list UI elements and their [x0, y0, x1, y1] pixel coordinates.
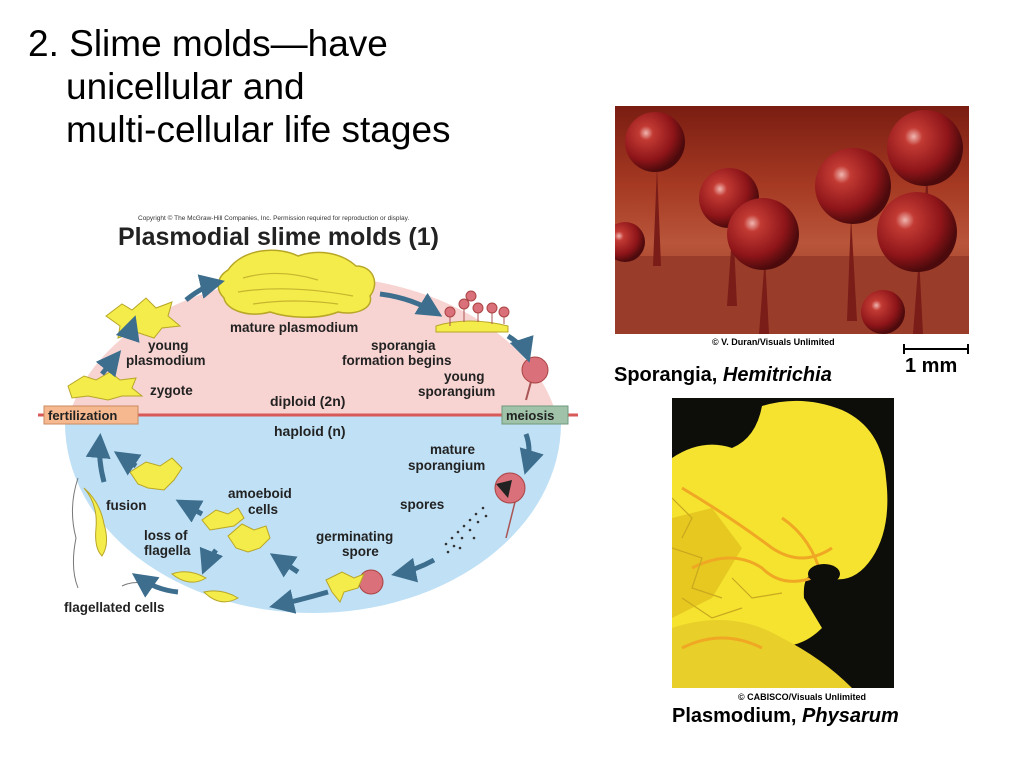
heading-line-3: multi-cellular life stages [66, 109, 451, 150]
diploid-label: diploid (2n) [270, 393, 345, 409]
flagellated-label: flagellated cells [64, 600, 165, 615]
sporangia-cluster [435, 290, 510, 333]
heading-line-1: 2. Slime molds—have [28, 23, 388, 64]
meiosis-box [501, 405, 569, 425]
slide-heading: 2. Slime molds—have unicellular and mult… [28, 22, 588, 151]
young-sporangium-label-2: sporangium [418, 384, 495, 399]
heading-line-2: unicellular and [66, 66, 305, 107]
fusion-cell-shape [129, 457, 183, 491]
young-plasmodium-label-1: young [148, 338, 189, 353]
young-plasmodium-label-2: plasmodium [126, 353, 206, 368]
sporangia-label-2: formation begins [342, 353, 452, 368]
sporangia-label-1: sporangia [371, 338, 436, 353]
scale-bar-label: 1 mm [905, 355, 958, 377]
amoeboid-cell-1 [201, 507, 245, 531]
sporangia-photo [615, 106, 969, 334]
plasmodium-caption: Plasmodium, Physarum [672, 705, 899, 728]
germinating-spore-shape [358, 569, 384, 595]
germinating-label-1: germinating [316, 529, 393, 544]
amoeboid-cell-2 [227, 523, 271, 553]
haploid-region [65, 415, 561, 613]
loss-label-1: loss of [144, 528, 188, 543]
zygote-shape [67, 371, 144, 401]
fusion-label: fusion [106, 498, 147, 513]
meiosis-label: meiosis [506, 408, 554, 423]
plasmodium-caption-italic: Physarum [802, 705, 899, 727]
fertilization-box [43, 405, 139, 425]
plasmodium-photo [672, 398, 894, 688]
amoeboid-label-2: cells [248, 502, 278, 517]
life-cycle-diagram: Copyright © The McGraw-Hill Companies, I… [38, 208, 578, 628]
mature-plasmodium-shape [217, 249, 376, 319]
diagram-title: Plasmodial slime molds (1) [118, 223, 439, 251]
scale-bar [903, 344, 969, 354]
sporangia-caption-italic: Hemitrichia [722, 364, 832, 386]
plasmodium-caption-plain: Plasmodium, [672, 705, 803, 727]
loss-label-2: flagella [144, 543, 191, 558]
fertilization-label: fertilization [48, 408, 117, 423]
mature-sporangium-label-2: sporangium [408, 458, 485, 473]
plasmodium-photo-credit: © CABISCO/Visuals Unlimited [738, 692, 866, 702]
copyright-text: Copyright © The McGraw-Hill Companies, I… [138, 214, 409, 222]
flagellated-cells-group [72, 477, 239, 603]
mature-plasmodium-label: mature plasmodium [230, 320, 358, 335]
zygote-label: zygote [150, 383, 193, 398]
sporangia-caption-plain: Sporangia, [614, 364, 723, 386]
sporangia-photo-credit: © V. Duran/Visuals Unlimited [712, 337, 835, 347]
sporangia-caption: Sporangia, Hemitrichia [614, 364, 832, 387]
cycle-arrows [85, 274, 544, 614]
mature-sporangium-label-1: mature [430, 442, 476, 457]
young-sporangium-shape [521, 356, 549, 384]
spores-label: spores [400, 497, 444, 512]
germinating-label-2: spore [342, 544, 379, 559]
young-sporangium-label-1: young [444, 369, 485, 384]
life-cycle-svg: Copyright © The McGraw-Hill Companies, I… [38, 214, 578, 615]
amoeboid-label-1: amoeboid [228, 486, 292, 501]
spore-dots [444, 506, 488, 554]
haploid-label: haploid (n) [274, 423, 346, 439]
